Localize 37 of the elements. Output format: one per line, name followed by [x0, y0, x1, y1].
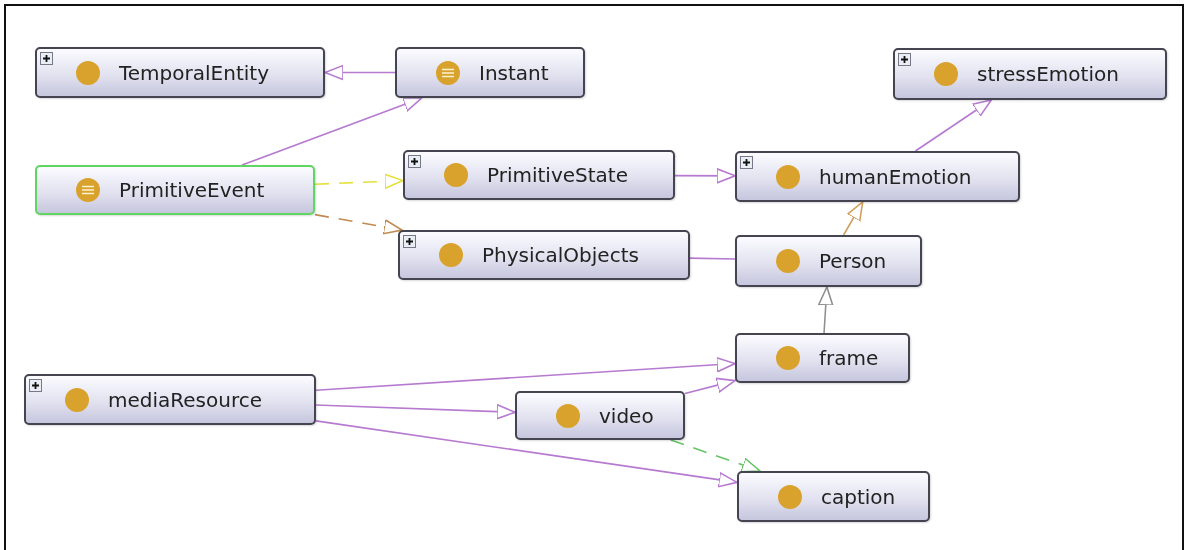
- class-box: [735, 333, 910, 383]
- class-box: [398, 230, 690, 280]
- arrow: [315, 356, 736, 391]
- arrow: [674, 168, 736, 184]
- class-box: [395, 47, 585, 98]
- arrow: [684, 377, 736, 395]
- class-box: [737, 471, 930, 522]
- class-name: humanEmotion: [819, 164, 972, 189]
- class-box: [403, 150, 675, 200]
- class-name: PhysicalObjects: [482, 243, 639, 267]
- class-box: [893, 48, 1167, 100]
- arrow: [315, 420, 738, 488]
- class-name: PrimitiveState: [487, 163, 628, 187]
- arrow: [315, 403, 516, 420]
- arrow: [669, 439, 761, 473]
- class-name: frame: [819, 346, 879, 370]
- class-box: [735, 235, 922, 287]
- class-name: PrimitiveEvent: [119, 178, 265, 202]
- arrow: [818, 286, 834, 334]
- class-name: mediaResource: [108, 387, 262, 412]
- class-name: TemporalEntity: [119, 60, 269, 85]
- arrow: [314, 213, 403, 235]
- arrow: [314, 173, 404, 190]
- arrow: [842, 201, 864, 236]
- arrow: [324, 64, 396, 81]
- arrow: [914, 99, 993, 152]
- class-box: [24, 374, 316, 425]
- class-box: [515, 391, 685, 440]
- class-name: caption: [821, 484, 896, 509]
- class-box: [35, 165, 315, 215]
- arrow: [241, 96, 423, 166]
- class-name: Instant: [479, 60, 549, 85]
- class-name: stressEmotion: [977, 62, 1119, 86]
- class-name: video: [599, 403, 654, 428]
- class-box: [735, 151, 1020, 202]
- class-box: [35, 47, 325, 98]
- class-name: Person: [819, 249, 887, 273]
